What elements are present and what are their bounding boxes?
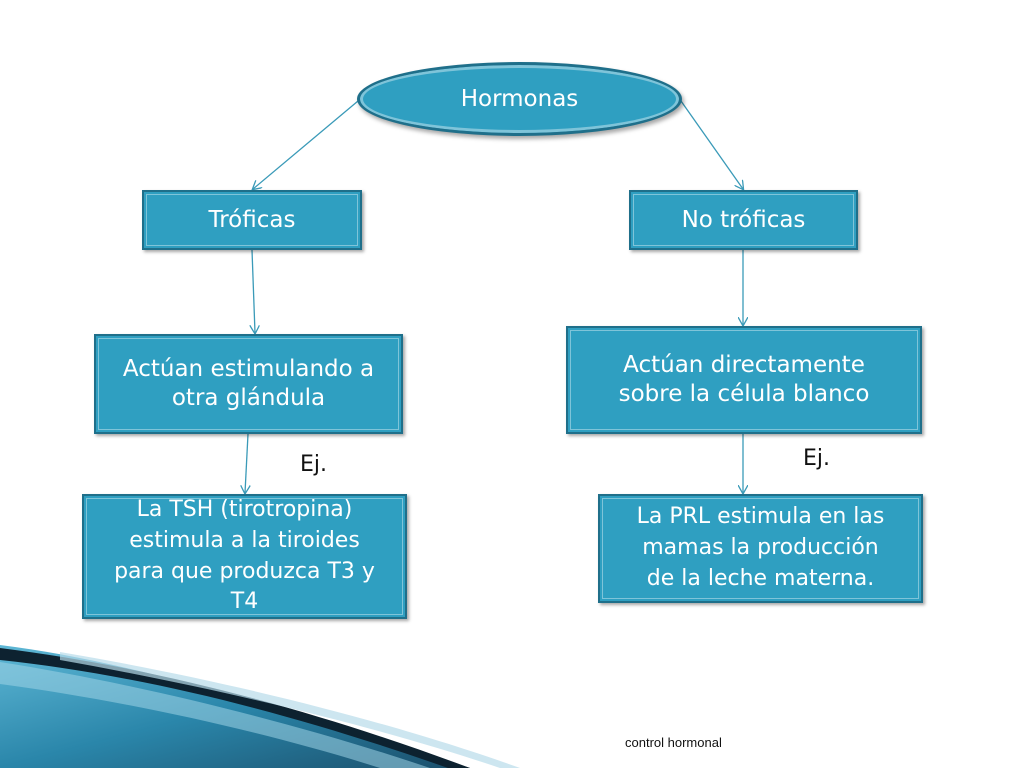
node-no-troficas-label: No tróficas bbox=[681, 206, 806, 233]
node-hormonas-label: Hormonas bbox=[460, 86, 579, 112]
example-label-right: Ej. bbox=[803, 446, 831, 471]
slide-footer: control hormonal bbox=[625, 735, 722, 750]
connector-root-to-troficas bbox=[253, 100, 359, 189]
example-label-left: Ej. bbox=[300, 452, 328, 477]
node-example-tsh-line: estimula a la tiroides bbox=[129, 527, 360, 553]
node-example-tsh-line: T4 bbox=[230, 589, 259, 615]
node-example-tsh: La TSH (tirotropina) estimula a la tiroi… bbox=[82, 494, 407, 619]
node-troficas-label: Tróficas bbox=[208, 206, 296, 233]
node-directamente-line: sobre la célula blanco bbox=[618, 381, 870, 407]
node-example-prl-line: mamas la producción bbox=[642, 535, 879, 561]
node-estimulando-label: Actúan estimulando a otra glándula bbox=[122, 356, 375, 411]
node-no-troficas: No tróficas bbox=[629, 190, 858, 250]
connector-root-to-notroficas bbox=[680, 100, 743, 189]
connector-troficas-to-desc bbox=[252, 249, 255, 333]
node-directamente: Actúan directamente sobre la célula blan… bbox=[566, 326, 922, 434]
node-estimulando: Actúan estimulando a otra glándula bbox=[94, 334, 403, 434]
node-example-tsh-line: para que produzca T3 y bbox=[114, 558, 375, 584]
node-example-prl: La PRL estimula en las mamas la producci… bbox=[598, 494, 923, 603]
node-hormonas: Hormonas bbox=[357, 62, 682, 136]
connector-left-desc-to-example bbox=[245, 433, 248, 493]
node-example-prl-line: La PRL estimula en las bbox=[636, 504, 885, 530]
node-troficas: Tróficas bbox=[142, 190, 362, 250]
node-directamente-line: Actúan directamente bbox=[623, 352, 865, 379]
node-example-prl-line: de la leche materna. bbox=[646, 565, 875, 591]
node-example-tsh-line: La TSH (tirotropina) bbox=[136, 496, 353, 522]
